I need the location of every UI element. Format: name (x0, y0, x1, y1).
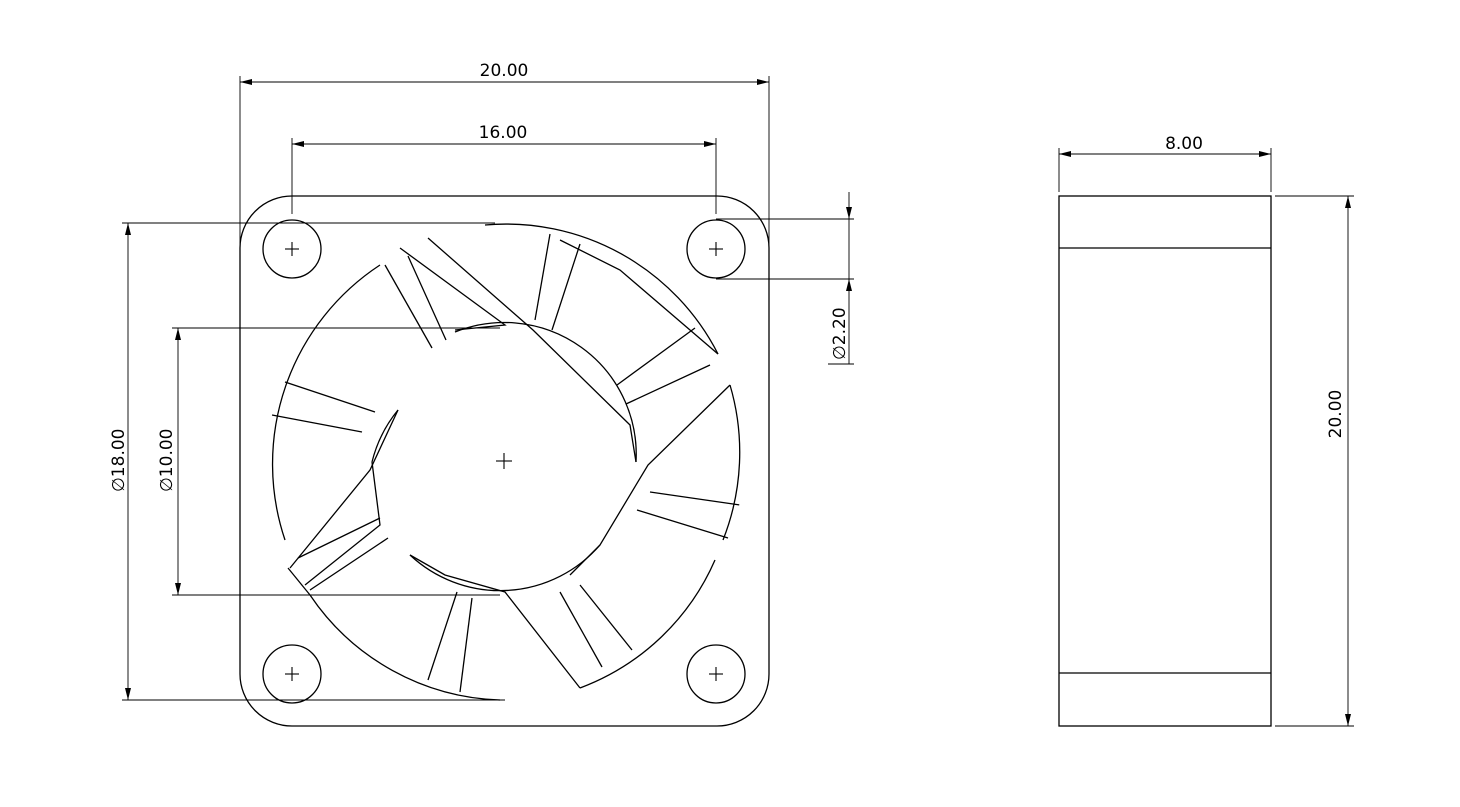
opening-arc-bottom-left (309, 594, 501, 701)
blade (271, 414, 363, 433)
dimension-hole-spacing: 16.00 (291, 123, 717, 214)
diameter-symbol-hub: ∅ (157, 477, 177, 492)
blade (297, 517, 381, 559)
blade (407, 255, 447, 341)
strut-left (289, 409, 399, 569)
dimension-outer-diameter: ∅18.00 (109, 222, 505, 701)
dimension-front-width: 20.00 (239, 61, 770, 246)
support-struts (287, 237, 731, 689)
dimension-hole-spacing-label: 16.00 (479, 123, 528, 143)
blade (579, 584, 633, 651)
blade (534, 233, 551, 321)
blade (284, 381, 376, 413)
strut-right (569, 384, 731, 576)
mounting-holes (262, 219, 746, 704)
mounting-hole-top-left (262, 219, 322, 279)
mounting-hole-bottom-left (262, 644, 322, 704)
hub-arc-top (454, 321, 637, 463)
opening-arc-top (484, 223, 719, 355)
hub-arc-left (371, 409, 399, 463)
strut-left-inner (304, 461, 381, 586)
fan-blades (271, 233, 741, 693)
strut-upper-right-edge (559, 239, 719, 355)
dimension-hub-diameter-label: 10.00 (157, 429, 177, 478)
dimension-hub-diameter: ∅10.00 (157, 327, 500, 596)
blade (384, 264, 433, 349)
dimension-hole-diameter-label: 2.20 (830, 307, 850, 345)
opening-arc-right (722, 384, 741, 541)
blade (459, 597, 473, 693)
diameter-symbol-hole: ∅ (830, 345, 850, 360)
diameter-symbol-outer: ∅ (109, 477, 129, 492)
svg-text:∅10.00: ∅10.00 (157, 429, 177, 492)
svg-text:∅18.00: ∅18.00 (109, 429, 129, 492)
blade (649, 491, 741, 506)
hub-arc-bottom (409, 544, 601, 592)
blade (616, 327, 696, 386)
dimension-side-height: 20.00 (1275, 195, 1354, 727)
side-body (1058, 195, 1272, 727)
dimension-front-width-label: 20.00 (480, 61, 529, 81)
hub (371, 321, 637, 592)
strut-bottom (409, 554, 581, 689)
side-view (1058, 195, 1272, 727)
blade (636, 509, 729, 539)
hub-center-mark (496, 453, 512, 469)
dimension-side-thickness-label: 8.00 (1165, 134, 1203, 154)
dimension-side-height-label: 20.00 (1326, 390, 1346, 439)
hole-center-marks (285, 242, 723, 681)
opening-arc-left (271, 264, 381, 541)
mounting-hole-top-right (686, 219, 746, 279)
dimension-side-thickness: 8.00 (1058, 134, 1272, 192)
blade (427, 591, 458, 681)
dimension-outer-diameter-label: 18.00 (109, 429, 129, 478)
blade (625, 364, 711, 405)
strut-top-right (427, 237, 637, 463)
front-view (239, 195, 770, 727)
dimension-hole-diameter: ∅2.20 (716, 192, 854, 365)
blade (559, 591, 603, 668)
frame-outline (239, 195, 770, 727)
strut-bottom-left-edge (287, 567, 311, 596)
opening-arc-bottom (579, 559, 716, 689)
mounting-hole-bottom-right (686, 644, 746, 704)
blade (551, 243, 581, 331)
blade (309, 537, 389, 591)
svg-text:∅2.20: ∅2.20 (830, 307, 850, 360)
fan-opening (271, 223, 741, 701)
